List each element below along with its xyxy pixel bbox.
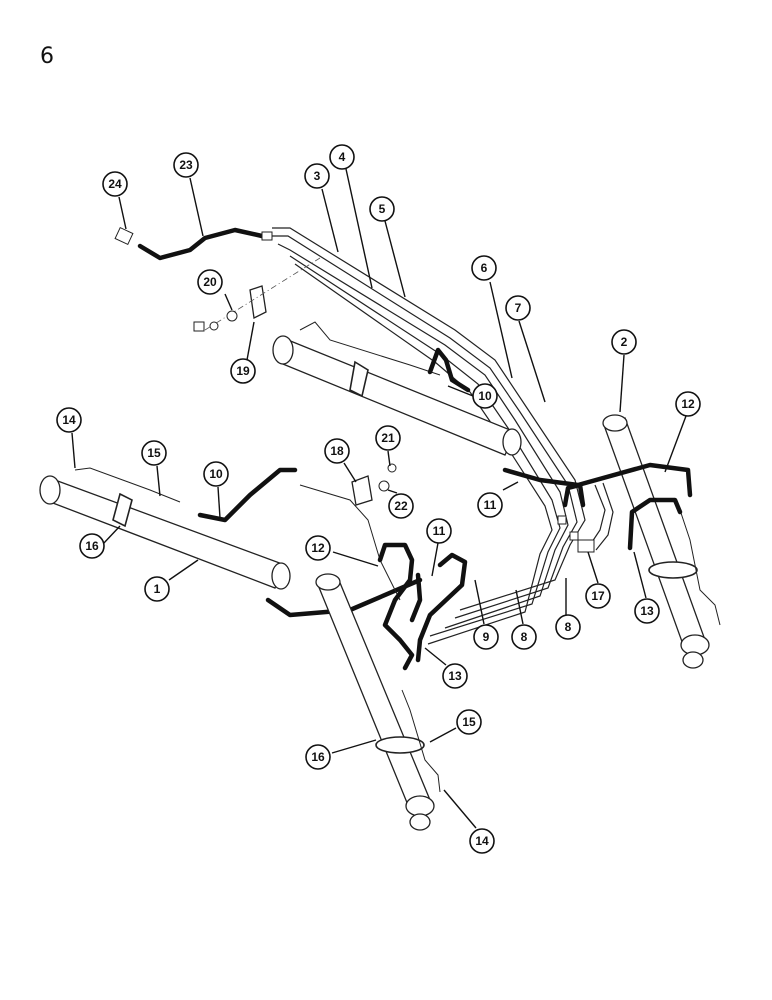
left-cylinder-1 bbox=[39, 467, 423, 618]
svg-text:1: 1 bbox=[154, 582, 161, 596]
callout-11-centre: 11 bbox=[426, 518, 452, 544]
callout-13-centre: 13 bbox=[442, 663, 468, 689]
callout-24: 24 bbox=[102, 171, 128, 197]
callout-8-a: 8 bbox=[511, 624, 537, 650]
svg-text:22: 22 bbox=[394, 499, 408, 513]
svg-text:15: 15 bbox=[147, 446, 161, 460]
callout-17: 17 bbox=[585, 583, 611, 609]
svg-text:8: 8 bbox=[565, 620, 572, 634]
callout-10-left: 10 bbox=[203, 461, 229, 487]
svg-text:9: 9 bbox=[483, 630, 490, 644]
callout-16-lower: 16 bbox=[305, 744, 331, 770]
callout-5: 5 bbox=[369, 196, 395, 222]
callout-10-upper: 10 bbox=[472, 383, 498, 409]
callout-12-centre: 12 bbox=[305, 535, 331, 561]
svg-text:11: 11 bbox=[433, 524, 446, 538]
bracket-18 bbox=[299, 463, 401, 601]
svg-text:12: 12 bbox=[681, 397, 695, 411]
callout-1: 1 bbox=[144, 576, 170, 602]
hose-23 bbox=[114, 226, 273, 261]
svg-text:7: 7 bbox=[515, 301, 522, 315]
callout-8-b: 8 bbox=[555, 614, 581, 640]
svg-text:10: 10 bbox=[209, 467, 223, 481]
lower-cylinder bbox=[315, 573, 441, 831]
bracket-19 bbox=[193, 257, 321, 332]
svg-text:19: 19 bbox=[236, 364, 250, 378]
callout-15-left: 15 bbox=[141, 440, 167, 466]
callout-20: 20 bbox=[197, 269, 223, 295]
svg-text:17: 17 bbox=[591, 589, 605, 603]
leader-lines bbox=[71, 168, 687, 829]
callout-22: 22 bbox=[388, 493, 414, 519]
svg-text:10: 10 bbox=[478, 389, 492, 403]
callout-14-lower: 14 bbox=[469, 828, 495, 854]
svg-text:23: 23 bbox=[179, 158, 193, 172]
svg-text:13: 13 bbox=[448, 669, 462, 683]
callout-21: 21 bbox=[375, 425, 401, 451]
svg-text:14: 14 bbox=[475, 834, 489, 848]
callout-19: 19 bbox=[230, 358, 256, 384]
svg-text:13: 13 bbox=[640, 604, 654, 618]
callout-14-left: 14 bbox=[56, 407, 82, 433]
svg-text:8: 8 bbox=[521, 630, 528, 644]
svg-text:11: 11 bbox=[484, 498, 497, 512]
callout-13-right: 13 bbox=[634, 598, 660, 624]
svg-text:5: 5 bbox=[379, 202, 386, 216]
callout-11-upper: 11 bbox=[477, 492, 503, 518]
svg-text:24: 24 bbox=[108, 177, 122, 191]
svg-text:16: 16 bbox=[311, 750, 325, 764]
svg-text:12: 12 bbox=[311, 541, 325, 555]
callout-9: 9 bbox=[473, 624, 499, 650]
svg-text:16: 16 bbox=[85, 539, 99, 553]
callout-3: 3 bbox=[304, 163, 330, 189]
callout-2: 2 bbox=[611, 329, 637, 355]
callout-6: 6 bbox=[471, 255, 497, 281]
callout-18: 18 bbox=[324, 438, 350, 464]
callout-12-right: 12 bbox=[675, 391, 701, 417]
svg-text:20: 20 bbox=[203, 275, 217, 289]
svg-text:4: 4 bbox=[339, 150, 346, 164]
centre-loop-hoses bbox=[377, 542, 468, 671]
svg-text:3: 3 bbox=[314, 169, 321, 183]
valve-17 bbox=[557, 515, 595, 553]
svg-text:2: 2 bbox=[621, 335, 628, 349]
page-number: 6 bbox=[40, 44, 54, 69]
right-cylinder-2 bbox=[502, 414, 721, 669]
callout-16-left: 16 bbox=[79, 533, 105, 559]
callout-4: 4 bbox=[329, 144, 355, 170]
callout-23: 23 bbox=[173, 152, 199, 178]
callout-7: 7 bbox=[505, 295, 531, 321]
svg-text:18: 18 bbox=[330, 444, 344, 458]
svg-text:15: 15 bbox=[462, 715, 476, 729]
svg-text:6: 6 bbox=[481, 261, 488, 275]
svg-text:14: 14 bbox=[62, 413, 76, 427]
upper-cylinder bbox=[272, 321, 522, 456]
tube-bundle bbox=[272, 227, 614, 645]
svg-text:21: 21 bbox=[381, 431, 395, 445]
callout-15-lower: 15 bbox=[456, 709, 482, 735]
